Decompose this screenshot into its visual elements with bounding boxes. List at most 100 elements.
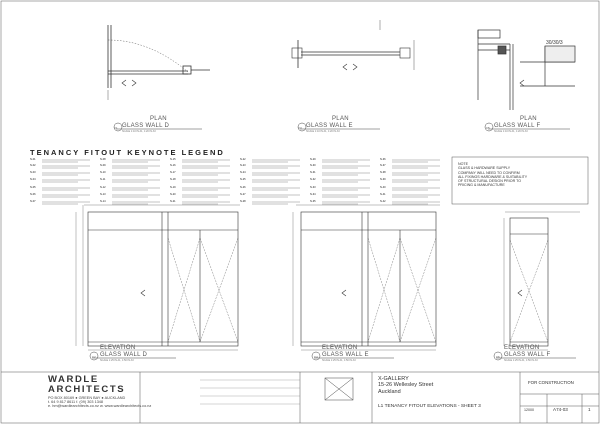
plan-scale: SCALE 1:10 IN A1, 1:20 IN A3 xyxy=(306,130,340,133)
elevation-number: 06 xyxy=(496,355,500,359)
keynote-description-lines xyxy=(392,194,440,197)
keynote-description-lines xyxy=(392,159,440,162)
legend-title: TENANCY FITOUT KEYNOTE LEGEND xyxy=(30,148,225,157)
elevation-title-underlines xyxy=(89,351,576,361)
keynote-code: N-04 xyxy=(30,178,36,181)
keynote-description-lines xyxy=(182,159,230,162)
project-name: X-GALLERY xyxy=(378,376,409,382)
keynote-code: N-08 xyxy=(100,158,106,161)
keynote-code: N-29 xyxy=(310,158,316,161)
keynote-code: N-31 xyxy=(310,171,316,174)
keynote-description-lines xyxy=(42,187,90,190)
firm-name-line2: ARCHITECTS xyxy=(48,384,126,395)
keynote-description-lines xyxy=(322,159,370,162)
keynote-description-lines xyxy=(112,194,160,197)
keynote-description-lines xyxy=(392,172,440,175)
firm-logo-icon xyxy=(324,377,354,401)
keynote-code: N-27 xyxy=(240,193,246,196)
elevation-subtitle: GLASS WALL D xyxy=(100,352,148,358)
revision-number: 1 xyxy=(588,407,591,412)
keynote-code: N-30 xyxy=(310,164,316,167)
plan-subtitle: GLASS WALL F xyxy=(494,123,541,129)
keynote-description-lines xyxy=(322,194,370,197)
keynote-code: N-38 xyxy=(380,171,386,174)
keynote-description-lines xyxy=(112,165,160,168)
keynote-description-lines xyxy=(392,187,440,190)
project-address: X-GALLERY 15-26 Wellesley Street Aucklan… xyxy=(378,376,433,395)
plan-01-block: 01 PLAN GLASS WALL D SCALE 1:10 IN A1, 1… xyxy=(114,116,169,133)
title-block-frame xyxy=(1,371,599,423)
keynote-code: N-09 xyxy=(100,164,106,167)
keynote-code: N-05 xyxy=(30,186,36,189)
keynote-code: N-10 xyxy=(100,171,106,174)
keynote-description-lines xyxy=(252,194,300,197)
keynote-description-lines xyxy=(42,165,90,168)
elevation-number: 02 xyxy=(92,355,96,359)
keynote-code: N-21 xyxy=(170,200,176,203)
keynote-description-lines xyxy=(42,159,90,162)
project-street: 15-26 Wellesley Street xyxy=(378,382,434,389)
keynote-code: N-18 xyxy=(170,178,176,181)
plan-number: 05 xyxy=(486,126,490,130)
keynote-description-lines xyxy=(112,172,160,175)
plan-subtitle: GLASS WALL E xyxy=(306,123,353,129)
keynote-description-lines xyxy=(322,187,370,190)
address-line: t. 64 9 817 8611 f. (09) 303 1348 xyxy=(48,400,104,404)
plan-03-block: 03 PLAN GLASS WALL E SCALE 1:10 IN A1, 1… xyxy=(298,116,353,133)
keynote-code: N-19 xyxy=(170,186,176,189)
keynote-code: N-14 xyxy=(100,200,106,203)
job-number: 12000 xyxy=(524,408,534,412)
keynote-code: N-26 xyxy=(240,186,246,189)
keynote-code: N-25 xyxy=(240,178,246,181)
address-line: e. hm@wardlearchitects.co.nz w. www.ward… xyxy=(48,404,152,408)
keynote-description-lines xyxy=(322,165,370,168)
keynote-description-lines xyxy=(322,172,370,175)
sheet-number: A74-03 xyxy=(553,407,568,412)
keynote-description-lines xyxy=(392,165,440,168)
keynote-description-lines xyxy=(252,172,300,175)
keynote-code: N-06 xyxy=(30,193,36,196)
keynote-description-lines xyxy=(252,179,300,182)
keynote-code: N-11 xyxy=(100,178,106,181)
elevation-04-block: 04 ELEVATION GLASS WALL E SCALE 1:25 IN … xyxy=(314,345,369,362)
plan-glass-wall-e xyxy=(291,20,415,71)
elevation-glass-wall-f xyxy=(503,211,580,351)
detail-label: 30/30/3 xyxy=(546,40,563,46)
keynote-description-lines xyxy=(392,201,440,204)
note-line: PRICING & MANUFACTURE xyxy=(458,183,505,188)
keynote-code: N-24 xyxy=(240,171,246,174)
keynote-code: N-01 xyxy=(30,158,36,161)
sheet-title: L1 TENANCY FITOUT ELEVATIONS - SHEET 3 xyxy=(378,404,481,409)
plan-title: PLAN xyxy=(150,116,167,122)
keynote-description-lines xyxy=(112,179,160,182)
legend-note: NOTE GLASS & HARDWARE SUPPLY COMPANY WIL… xyxy=(458,162,527,188)
plan-scale: SCALE 1:10 IN A1, 1:20 IN A3 xyxy=(494,130,528,133)
keynote-code: N-34 xyxy=(310,193,316,196)
keynote-description-lines xyxy=(42,194,90,197)
keynote-description-lines xyxy=(182,194,230,197)
keynote-code: N-22 xyxy=(240,158,246,161)
elevation-glass-wall-d xyxy=(75,204,240,351)
note-line: COMPANY WILL NEED TO CONFIRM xyxy=(458,170,520,175)
keynote-code: N-17 xyxy=(170,171,176,174)
keynote-code: N-32 xyxy=(310,178,316,181)
firm-address: PO BOX 80169 ● GREEN BAY ● AUCKLAND t. 6… xyxy=(48,396,151,408)
keynote-description-lines xyxy=(42,179,90,182)
keynote-description-lines xyxy=(112,159,160,162)
project-city: Auckland xyxy=(378,388,401,395)
elevation-number: 04 xyxy=(314,355,318,359)
note-line: OF STRUCTURAL DESIGN PRIOR TO xyxy=(458,179,522,184)
note-box xyxy=(451,156,589,205)
keynote-description-lines xyxy=(182,179,230,182)
keynote-code: N-39 xyxy=(380,178,386,181)
keynote-code: N-12 xyxy=(100,186,106,189)
keynote-code: N-13 xyxy=(100,193,106,196)
address-line: PO BOX 80169 ● GREEN BAY ● AUCKLAND xyxy=(48,396,126,400)
keynote-description-lines xyxy=(252,165,300,168)
elevation-scale: SCALE 1:25 IN A1, 1:50 IN A3 xyxy=(504,359,538,362)
keynote-code: N-36 xyxy=(380,158,386,161)
elevation-title: ELEVATION xyxy=(322,345,358,351)
keynote-code: N-41 xyxy=(380,193,386,196)
